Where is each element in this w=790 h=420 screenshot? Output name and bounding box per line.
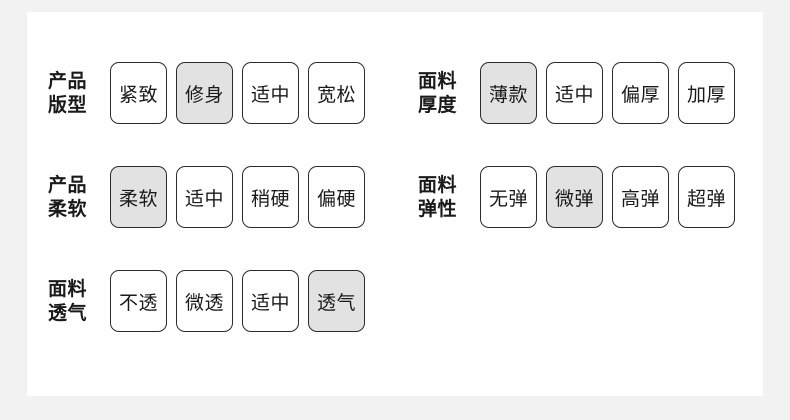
option-fabric-thickness-3[interactable]: 加厚 (678, 62, 735, 124)
option-product-fit-0[interactable]: 紧致 (110, 62, 167, 124)
attribute-label-fabric-breathability: 面料 透气 (48, 277, 100, 325)
option-group-product-fit: 紧致 修身 适中 宽松 (110, 62, 365, 124)
option-product-fit-1[interactable]: 修身 (176, 62, 233, 124)
attribute-label-fabric-thickness: 面料 厚度 (418, 69, 470, 117)
option-fabric-thickness-1[interactable]: 适中 (546, 62, 603, 124)
option-fabric-breathability-3[interactable]: 透气 (308, 270, 365, 332)
option-fabric-elasticity-0[interactable]: 无弹 (480, 166, 537, 228)
attribute-label-line-2: 厚度 (418, 94, 458, 116)
attribute-label-product-softness: 产品 柔软 (48, 173, 100, 221)
option-group-fabric-elasticity: 无弹 微弹 高弹 超弹 (480, 166, 735, 228)
attribute-row-fabric-elasticity: 面料 弹性 无弹 微弹 高弹 超弹 (418, 166, 735, 228)
attribute-label-line-1: 面料 (418, 70, 458, 92)
option-product-softness-3[interactable]: 偏硬 (308, 166, 365, 228)
attribute-column-right: 面料 厚度 薄款 适中 偏厚 加厚 面料 弹性 无弹 微弹 高弹 超弹 (418, 12, 735, 270)
option-group-fabric-breathability: 不透 微透 适中 透气 (110, 270, 365, 332)
option-product-fit-3[interactable]: 宽松 (308, 62, 365, 124)
attribute-row-product-softness: 产品 柔软 柔软 适中 稍硬 偏硬 (48, 166, 365, 228)
attribute-label-line-2: 柔软 (48, 198, 88, 220)
attribute-label-line-2: 弹性 (418, 198, 458, 220)
option-fabric-elasticity-3[interactable]: 超弹 (678, 166, 735, 228)
attribute-label-line-2: 版型 (48, 94, 88, 116)
option-product-fit-2[interactable]: 适中 (242, 62, 299, 124)
option-product-softness-2[interactable]: 稍硬 (242, 166, 299, 228)
attribute-row-product-fit: 产品 版型 紧致 修身 适中 宽松 (48, 62, 365, 124)
option-fabric-thickness-0[interactable]: 薄款 (480, 62, 537, 124)
attribute-label-product-fit: 产品 版型 (48, 69, 100, 117)
option-product-softness-1[interactable]: 适中 (176, 166, 233, 228)
attribute-label-line-1: 产品 (48, 70, 88, 92)
option-group-fabric-thickness: 薄款 适中 偏厚 加厚 (480, 62, 735, 124)
attribute-row-fabric-breathability: 面料 透气 不透 微透 适中 透气 (48, 270, 365, 332)
product-attributes-card: 产品 版型 紧致 修身 适中 宽松 产品 柔软 柔软 适中 稍硬 偏硬 (27, 12, 763, 396)
option-product-softness-0[interactable]: 柔软 (110, 166, 167, 228)
option-fabric-breathability-1[interactable]: 微透 (176, 270, 233, 332)
attribute-label-line-1: 产品 (48, 174, 88, 196)
option-group-product-softness: 柔软 适中 稍硬 偏硬 (110, 166, 365, 228)
attribute-label-line-2: 透气 (48, 302, 88, 324)
attribute-label-line-1: 面料 (48, 278, 88, 300)
option-fabric-elasticity-2[interactable]: 高弹 (612, 166, 669, 228)
option-fabric-breathability-2[interactable]: 适中 (242, 270, 299, 332)
option-fabric-thickness-2[interactable]: 偏厚 (612, 62, 669, 124)
option-fabric-breathability-0[interactable]: 不透 (110, 270, 167, 332)
attribute-label-fabric-elasticity: 面料 弹性 (418, 173, 470, 221)
attribute-row-fabric-thickness: 面料 厚度 薄款 适中 偏厚 加厚 (418, 62, 735, 124)
attribute-column-left: 产品 版型 紧致 修身 适中 宽松 产品 柔软 柔软 适中 稍硬 偏硬 (48, 12, 365, 374)
option-fabric-elasticity-1[interactable]: 微弹 (546, 166, 603, 228)
attribute-label-line-1: 面料 (418, 174, 458, 196)
